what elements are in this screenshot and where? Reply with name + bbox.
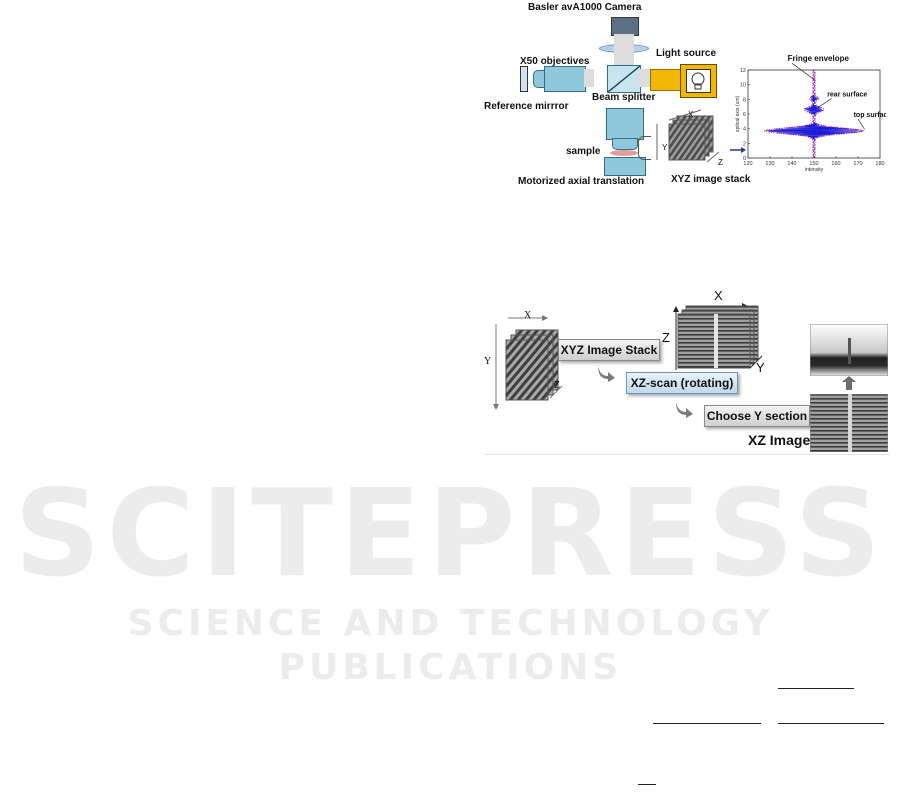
left-beam-path [584, 69, 594, 87]
stack-axis-x: X [688, 110, 694, 119]
objective-horizontal-icon [544, 66, 586, 92]
annotation-label: Fringe envelope [788, 54, 850, 63]
workflow-axis-x-left: X [524, 310, 532, 321]
x-axis-label: intensity [805, 167, 824, 172]
y-tick-label: 2 [743, 141, 746, 147]
arrow-to-chart-icon [730, 147, 746, 153]
fraction-bar-1 [778, 688, 854, 689]
x-tick-label: 120 [743, 161, 752, 167]
watermark: SCITEPRESS SCIENCE AND TECHNOLOGY PUBLIC… [0, 465, 901, 689]
right-beam-path [639, 69, 651, 87]
flow-arrow-1-icon [598, 366, 615, 382]
upper-beam-path [614, 34, 634, 72]
watermark-title: SCITEPRESS [14, 465, 887, 604]
x-tick-label: 140 [787, 161, 796, 167]
y-tick-label: 12 [740, 68, 746, 74]
xz-source-image [810, 394, 888, 452]
translation-label: Motorized axial translation [518, 176, 645, 187]
x-tick-label: 150 [809, 161, 818, 167]
fringe-chart: 120 130 140 150 160 170 180 0 2 4 6 8 10 12 intensity o… [735, 54, 886, 172]
y-tick-label: 10 [740, 83, 746, 89]
image-stack-icon [656, 109, 720, 163]
workflow-axis-z-left: Z [554, 380, 561, 391]
step-xz-scan: XZ-scan (rotating) [626, 372, 738, 394]
envelope-lower [764, 70, 814, 158]
objective-vertical-tip-icon [612, 138, 638, 150]
sample-label: sample [566, 146, 601, 157]
workflow-axis-x-right: X [714, 288, 723, 303]
x-tick-label: 180 [875, 161, 884, 167]
reference-mirror-label: Reference mirrror [484, 101, 569, 112]
stack-axis-y: Y [662, 143, 668, 152]
camera-label: Basler avA1000 Camera [528, 2, 642, 13]
flow-arrow-2-icon [676, 402, 693, 418]
translation-stage-icon [604, 157, 646, 176]
workflow-figure: X Y Z XYZ Image Stack XZ-scan (rotating)… [478, 288, 890, 458]
y-axis-label: optical axis (um) [735, 95, 741, 132]
annotation-label: top surface [854, 112, 886, 119]
watermark-subtitle: SCIENCE AND TECHNOLOGY PUBLICATIONS [127, 603, 774, 688]
light-source-label: Light source [656, 48, 717, 59]
y-tick-label: 8 [743, 97, 746, 103]
sample-icon [610, 150, 638, 156]
workflow-stack-icon [493, 315, 563, 410]
xz-image-label: XZ Image [748, 432, 811, 448]
beam-splitter-label: Beam splitter [592, 92, 656, 103]
stack-axis-z: Z [718, 158, 723, 167]
x-tick-label: 170 [853, 161, 862, 167]
stack-label: XYZ image stack [671, 174, 751, 185]
xz-result-image [810, 324, 888, 376]
light-guide-icon [650, 69, 682, 91]
workflow-axis-y-left: Y [484, 356, 492, 367]
fraction-bar-3 [778, 723, 884, 724]
stack-bracket [638, 136, 651, 160]
objective-vertical-icon [606, 108, 644, 140]
xz-stack-icon [673, 303, 763, 370]
workflow-axis-y-right: Y [756, 360, 765, 375]
step-xyz-stack: XYZ Image Stack [558, 339, 660, 361]
up-arrow-icon [842, 376, 856, 390]
x-tick-label: 130 [765, 161, 774, 167]
y-tick-label: 0 [743, 156, 746, 162]
setup-figure: Basler avA1000 Camera X50 objectives Bea… [478, 0, 890, 200]
y-tick-label: 6 [743, 112, 746, 118]
step-choose-y: Choose Y section [704, 405, 810, 427]
lamp-housing-icon [680, 64, 717, 98]
workflow-axis-z-right: Z [662, 330, 670, 345]
annotation-arrow [857, 118, 865, 130]
figure-divider [484, 454, 890, 455]
light-bulb-icon [686, 69, 711, 93]
annotation-arrow [791, 62, 816, 81]
envelope-upper [814, 70, 864, 158]
fraction-bar-4 [638, 784, 656, 785]
x-tick-label: 160 [831, 161, 840, 167]
objectives-label: X50 objectives [520, 56, 590, 67]
y-tick-label: 4 [743, 127, 746, 133]
reference-mirror-icon [520, 66, 528, 92]
signal-series [765, 69, 863, 159]
annotation-arrow [818, 98, 832, 108]
beam-splitter-icon [607, 65, 641, 93]
annotation-label: rear surface [827, 91, 867, 98]
fraction-bar-2 [653, 723, 761, 724]
